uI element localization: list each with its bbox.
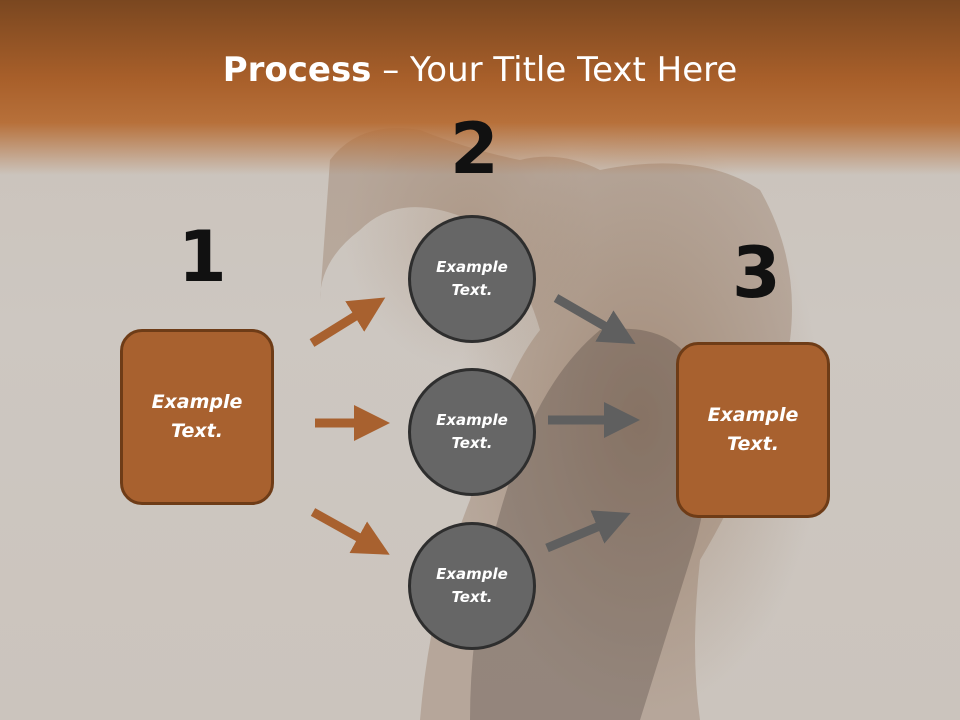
circle-2-label: Example Text. <box>436 411 508 452</box>
step-number-2: 2 <box>450 108 499 190</box>
circle-1-label: Example Text. <box>436 258 508 299</box>
page-title: Process – Your Title Text Here <box>0 50 960 90</box>
arrow-circle-1-to-right <box>553 294 636 345</box>
arrow-circle-3-to-right <box>545 510 631 553</box>
arrow-left-to-circle-1 <box>309 297 386 347</box>
step-number-1: 1 <box>178 216 227 298</box>
step-2-circle-1: Example Text. <box>408 215 536 343</box>
step-1-box-label: Example Text. <box>151 391 243 442</box>
title-bold: Process <box>222 50 372 90</box>
step-number-3: 3 <box>732 232 781 314</box>
step-3-box-label: Example Text. <box>707 404 799 455</box>
title-banner <box>0 0 960 175</box>
step-2-circle-2: Example Text. <box>408 368 536 496</box>
circle-3-label: Example Text. <box>436 565 508 606</box>
arrow-left-to-circle-3 <box>310 508 390 555</box>
title-rest: – Your Title Text Here <box>371 50 738 90</box>
step-2-circle-3: Example Text. <box>408 522 536 650</box>
step-3-box: Example Text. <box>676 342 830 518</box>
step-1-box: Example Text. <box>120 329 274 505</box>
